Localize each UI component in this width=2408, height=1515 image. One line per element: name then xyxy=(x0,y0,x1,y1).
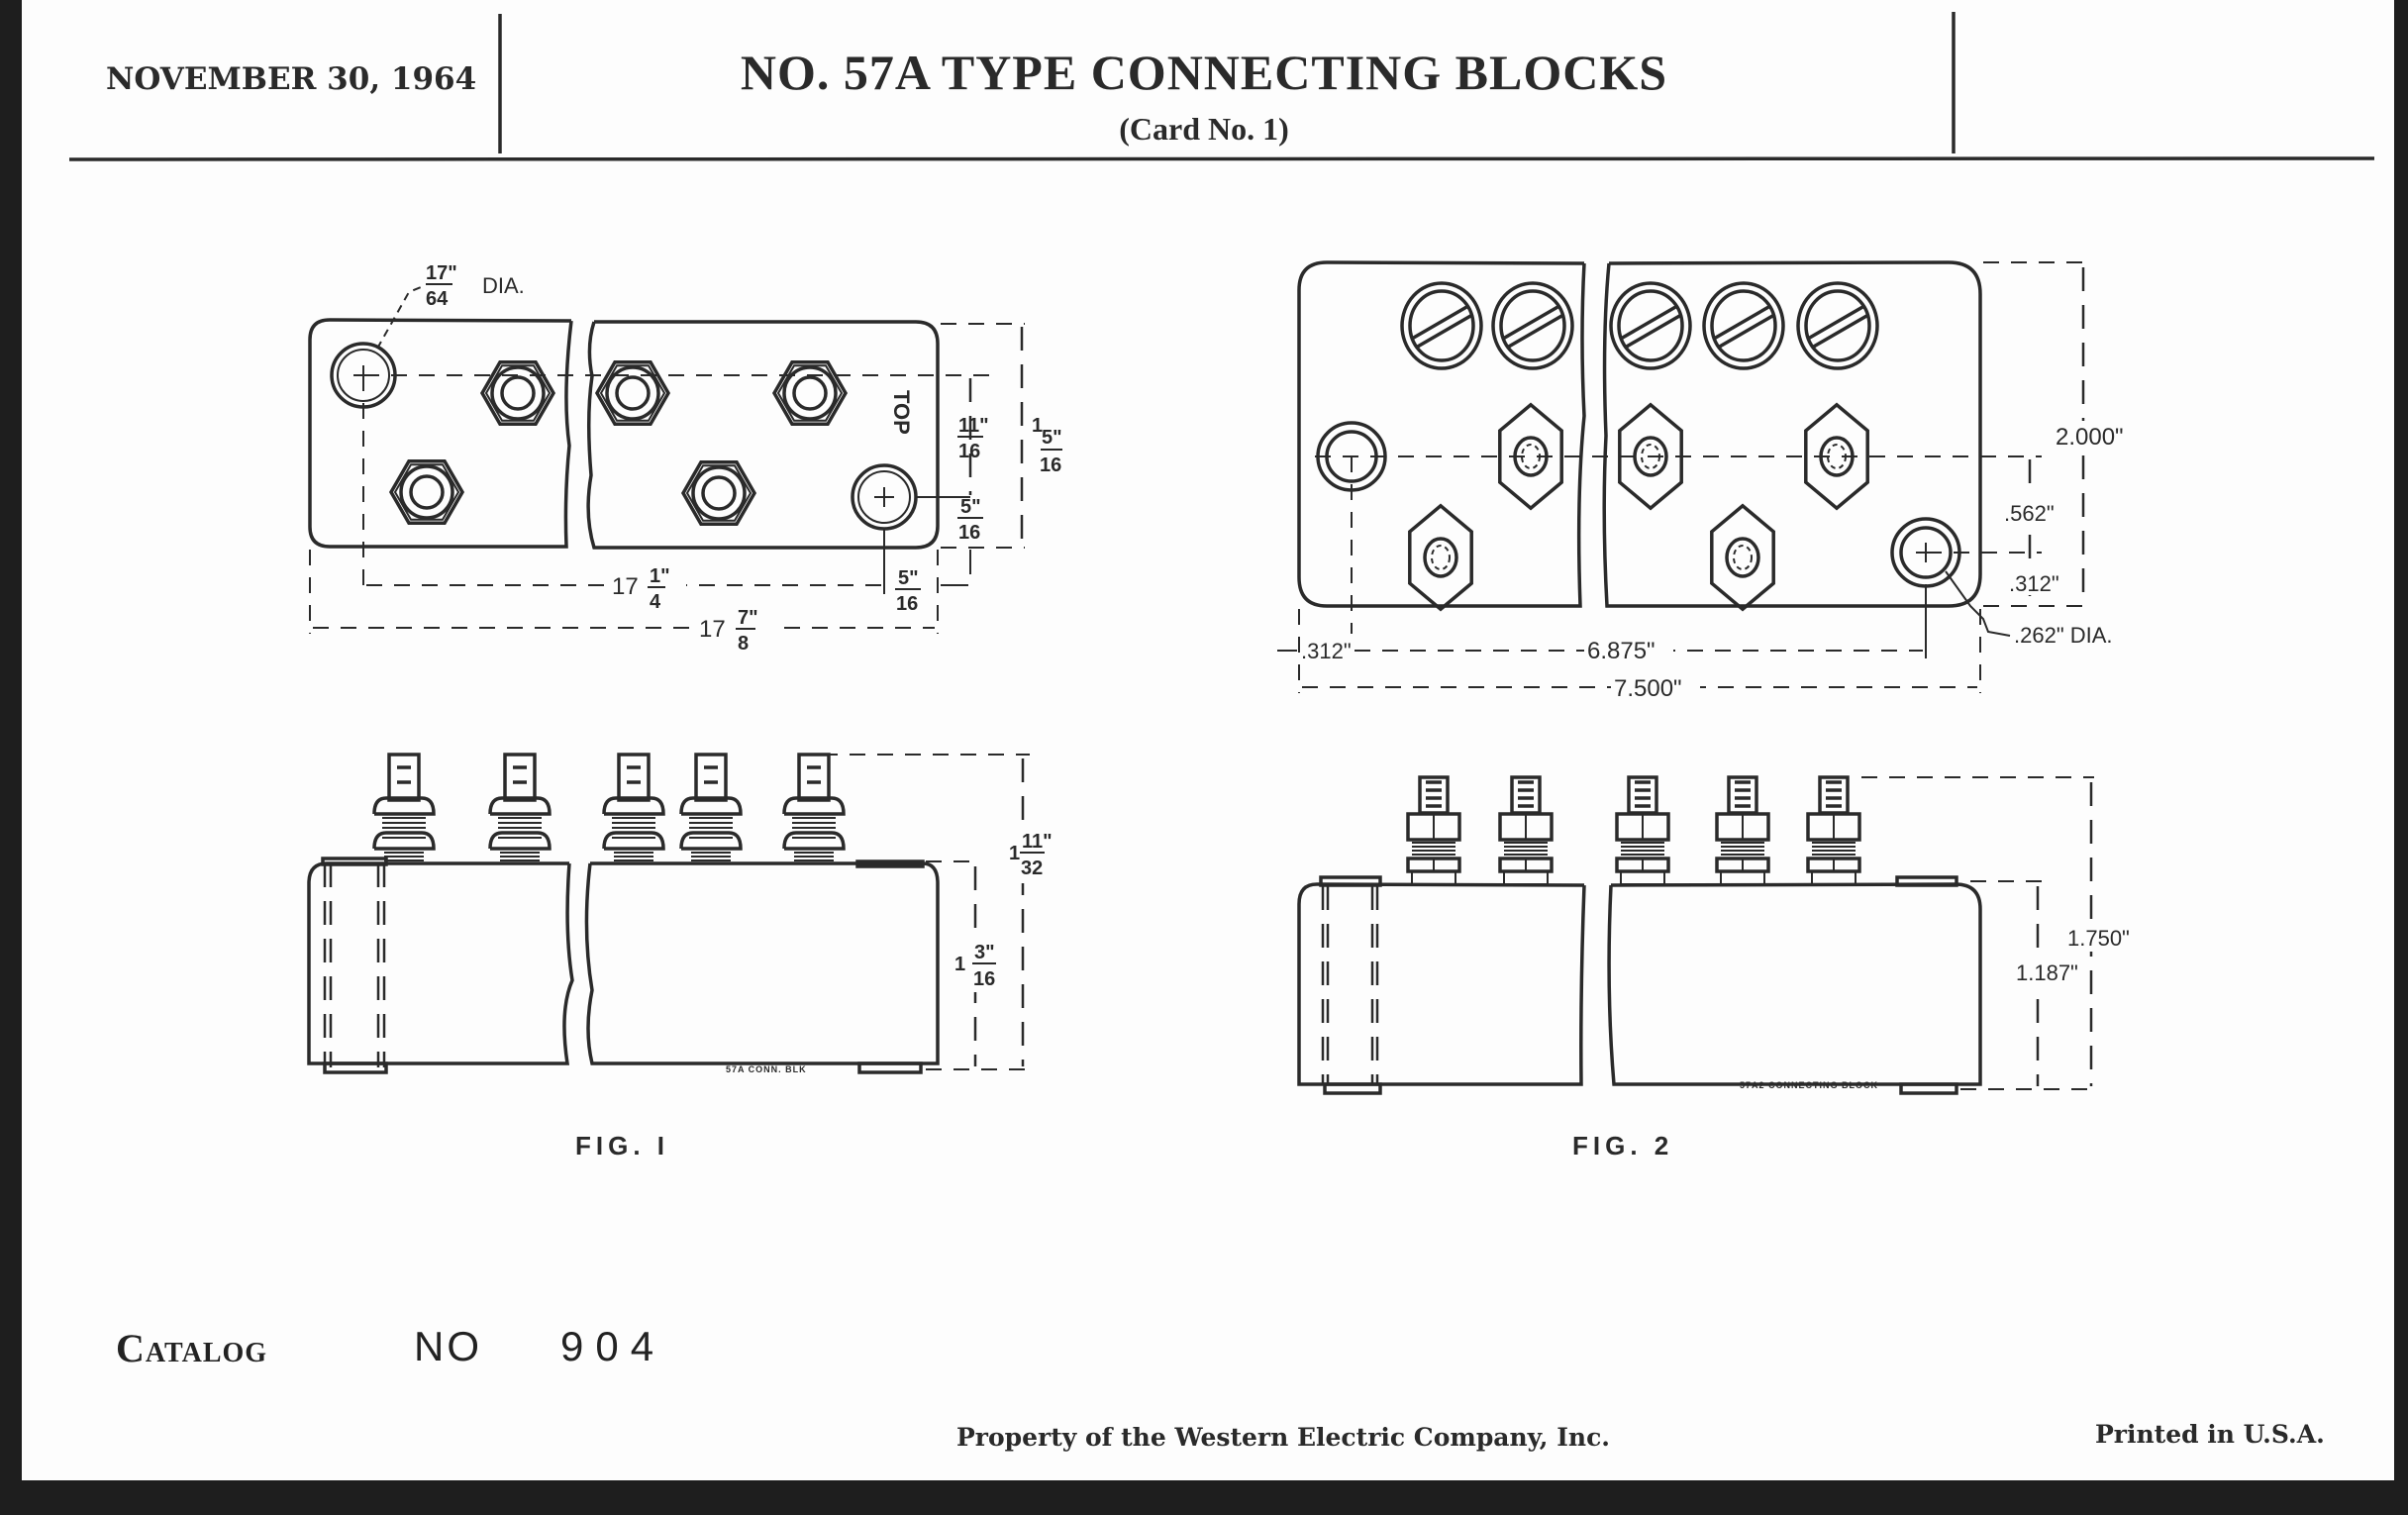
fig1-stamp: 57A CONN. BLK xyxy=(726,1064,807,1074)
mounting-hole-icon xyxy=(330,342,397,409)
fig1-dim-spacing-whole: 17 xyxy=(612,573,639,600)
fig1-side-block-right xyxy=(584,861,940,1065)
fig1-dim-width-num: 5" xyxy=(1042,427,1062,449)
fig2-mount-foot xyxy=(1899,1082,1958,1095)
card-subtitle: (Card No. 1) xyxy=(1119,111,1289,147)
terminal-post-icon xyxy=(488,753,552,861)
fig1-top-block-left xyxy=(308,318,573,549)
fig1-side-block-left xyxy=(307,861,574,1065)
card-title: NO. 57A TYPE CONNECTING BLOCKS xyxy=(740,45,1668,100)
fig1-dim-edge-num: 5" xyxy=(898,567,919,589)
terminal-post-icon xyxy=(1806,775,1861,885)
hex-nut-icon xyxy=(1710,503,1775,612)
catalog-label: Catalog xyxy=(116,1326,268,1370)
terminal-post-icon xyxy=(679,753,743,861)
fig2-mount-foot xyxy=(1323,1082,1382,1095)
terminal-post-icon xyxy=(1715,775,1770,885)
fig1-dia-den: 64 xyxy=(426,288,449,310)
terminal-post-icon xyxy=(1406,775,1461,885)
fig2-hole-dia: .262" DIA. xyxy=(2014,623,2113,648)
fig2-dim-overall: 7.500" xyxy=(1614,675,1682,702)
fig1-dia-num: 17" xyxy=(426,262,457,284)
terminal-screw-icon xyxy=(1796,281,1879,370)
fig1-side-view: 57A CONN. BLK 1 3" 16 1 11" 32 xyxy=(307,753,1060,1074)
footer-property: Property of the Western Electric Company… xyxy=(956,1423,1611,1452)
fig2-side-view: 57A2 CONNECTING BLOCK 1.187" 1.750" xyxy=(1297,775,2140,1095)
fig2-dim-left-edge: .312" xyxy=(1301,639,1352,663)
catalog-number: 904 xyxy=(560,1323,666,1369)
catalog-card xyxy=(22,0,2394,1480)
fig2-stamp: 57A2 CONNECTING BLOCK xyxy=(1740,1080,1878,1090)
fig2-dim-hole-spacing: 6.875" xyxy=(1587,638,1656,664)
terminal-screw-icon xyxy=(1609,281,1692,370)
fig1-dim-body-whole: 1 xyxy=(954,954,965,975)
fig2-dim-row: .562" xyxy=(2004,501,2055,526)
fig1-dim-spacing-num: 1" xyxy=(650,565,670,587)
fig1-dim-row2-den: 16 xyxy=(958,522,980,544)
fig1-top-label: TOP xyxy=(889,390,914,435)
fig2-dim-total: 1.750" xyxy=(2067,926,2130,951)
fig1-dim-row-den: 16 xyxy=(958,441,980,462)
fig1-dim-total-num: 11" xyxy=(1022,831,1053,853)
fig1-dim-width-whole: 1 xyxy=(1032,415,1043,437)
fig1-mount-foot xyxy=(323,1061,388,1074)
fig2-top-view: 2.000" .562" .312" .262" DIA. .312" 6.87… xyxy=(1277,260,2146,702)
fig1-top-block-right xyxy=(586,320,940,550)
fig1-dim-body-den: 16 xyxy=(973,968,995,990)
fig1-dia-leader xyxy=(376,286,422,350)
fig1-dim-overall-den: 8 xyxy=(738,633,749,655)
terminal-post-icon xyxy=(782,753,846,861)
fig2-dim-width: 2.000" xyxy=(2056,424,2124,451)
terminal-post-icon xyxy=(1498,775,1554,885)
fig1-top-view: 17" 64 DIA. TOP 1 5" 16 11" 16 5" 16 17 … xyxy=(308,262,1062,655)
terminal-post-icon xyxy=(372,753,436,861)
footer-printed: Printed in U.S.A. xyxy=(2095,1420,2325,1449)
hex-nut-icon xyxy=(680,460,757,526)
fig1-dim-spacing-den: 4 xyxy=(650,591,661,613)
fig2-top-block-left xyxy=(1297,260,1586,608)
hex-nut-icon xyxy=(1408,503,1473,612)
hex-nut-icon xyxy=(594,360,671,426)
fig1-caption: FIG. I xyxy=(575,1131,669,1161)
fig1-dim-body-num: 3" xyxy=(974,942,995,963)
fig2-side-block-right xyxy=(1607,882,1982,1086)
hex-nut-icon xyxy=(771,360,849,426)
hex-nut-icon xyxy=(1498,402,1563,511)
fig2-dim-edge: .312" xyxy=(2009,571,2059,596)
card-date: NOVEMBER 30, 1964 xyxy=(106,61,477,97)
fig1-dia-suffix: DIA. xyxy=(482,273,525,298)
terminal-post-icon xyxy=(602,753,665,861)
mounting-hole-icon xyxy=(851,463,918,531)
fig1-dim-overall-num: 7" xyxy=(738,607,758,629)
fig2-top-block-right xyxy=(1602,260,1982,608)
terminal-post-icon xyxy=(1615,775,1670,885)
fig1-dim-total-whole: 1 xyxy=(1009,843,1020,864)
fig1-dim-edge-den: 16 xyxy=(896,593,918,615)
fig2-dia-leader xyxy=(1945,570,2011,637)
fig2-side-block-left xyxy=(1297,882,1586,1086)
fig1-mount-foot xyxy=(857,1061,923,1074)
catalog-no-label: NO xyxy=(414,1323,482,1369)
fig1-dim-width-den: 16 xyxy=(1040,454,1061,476)
fig1-dim-row-num: 11" xyxy=(958,415,989,437)
terminal-screw-icon xyxy=(1702,281,1785,370)
fig2-caption: FIG. 2 xyxy=(1572,1131,1674,1161)
fig1-dim-overall-whole: 17 xyxy=(699,616,726,643)
fig1-dim-total-den: 32 xyxy=(1021,858,1043,879)
terminal-screw-icon xyxy=(1491,281,1574,370)
hex-nut-icon xyxy=(1618,402,1683,511)
terminal-screw-icon xyxy=(1400,281,1483,370)
hex-nut-icon xyxy=(388,459,465,525)
header-rule xyxy=(68,156,2375,161)
hex-nut-icon xyxy=(479,360,556,426)
fig2-dim-body: 1.187" xyxy=(2016,960,2078,985)
mounting-hole-icon xyxy=(1316,421,1387,492)
hex-nut-icon xyxy=(1804,402,1869,511)
fig1-dim-row2-num: 5" xyxy=(960,496,981,518)
